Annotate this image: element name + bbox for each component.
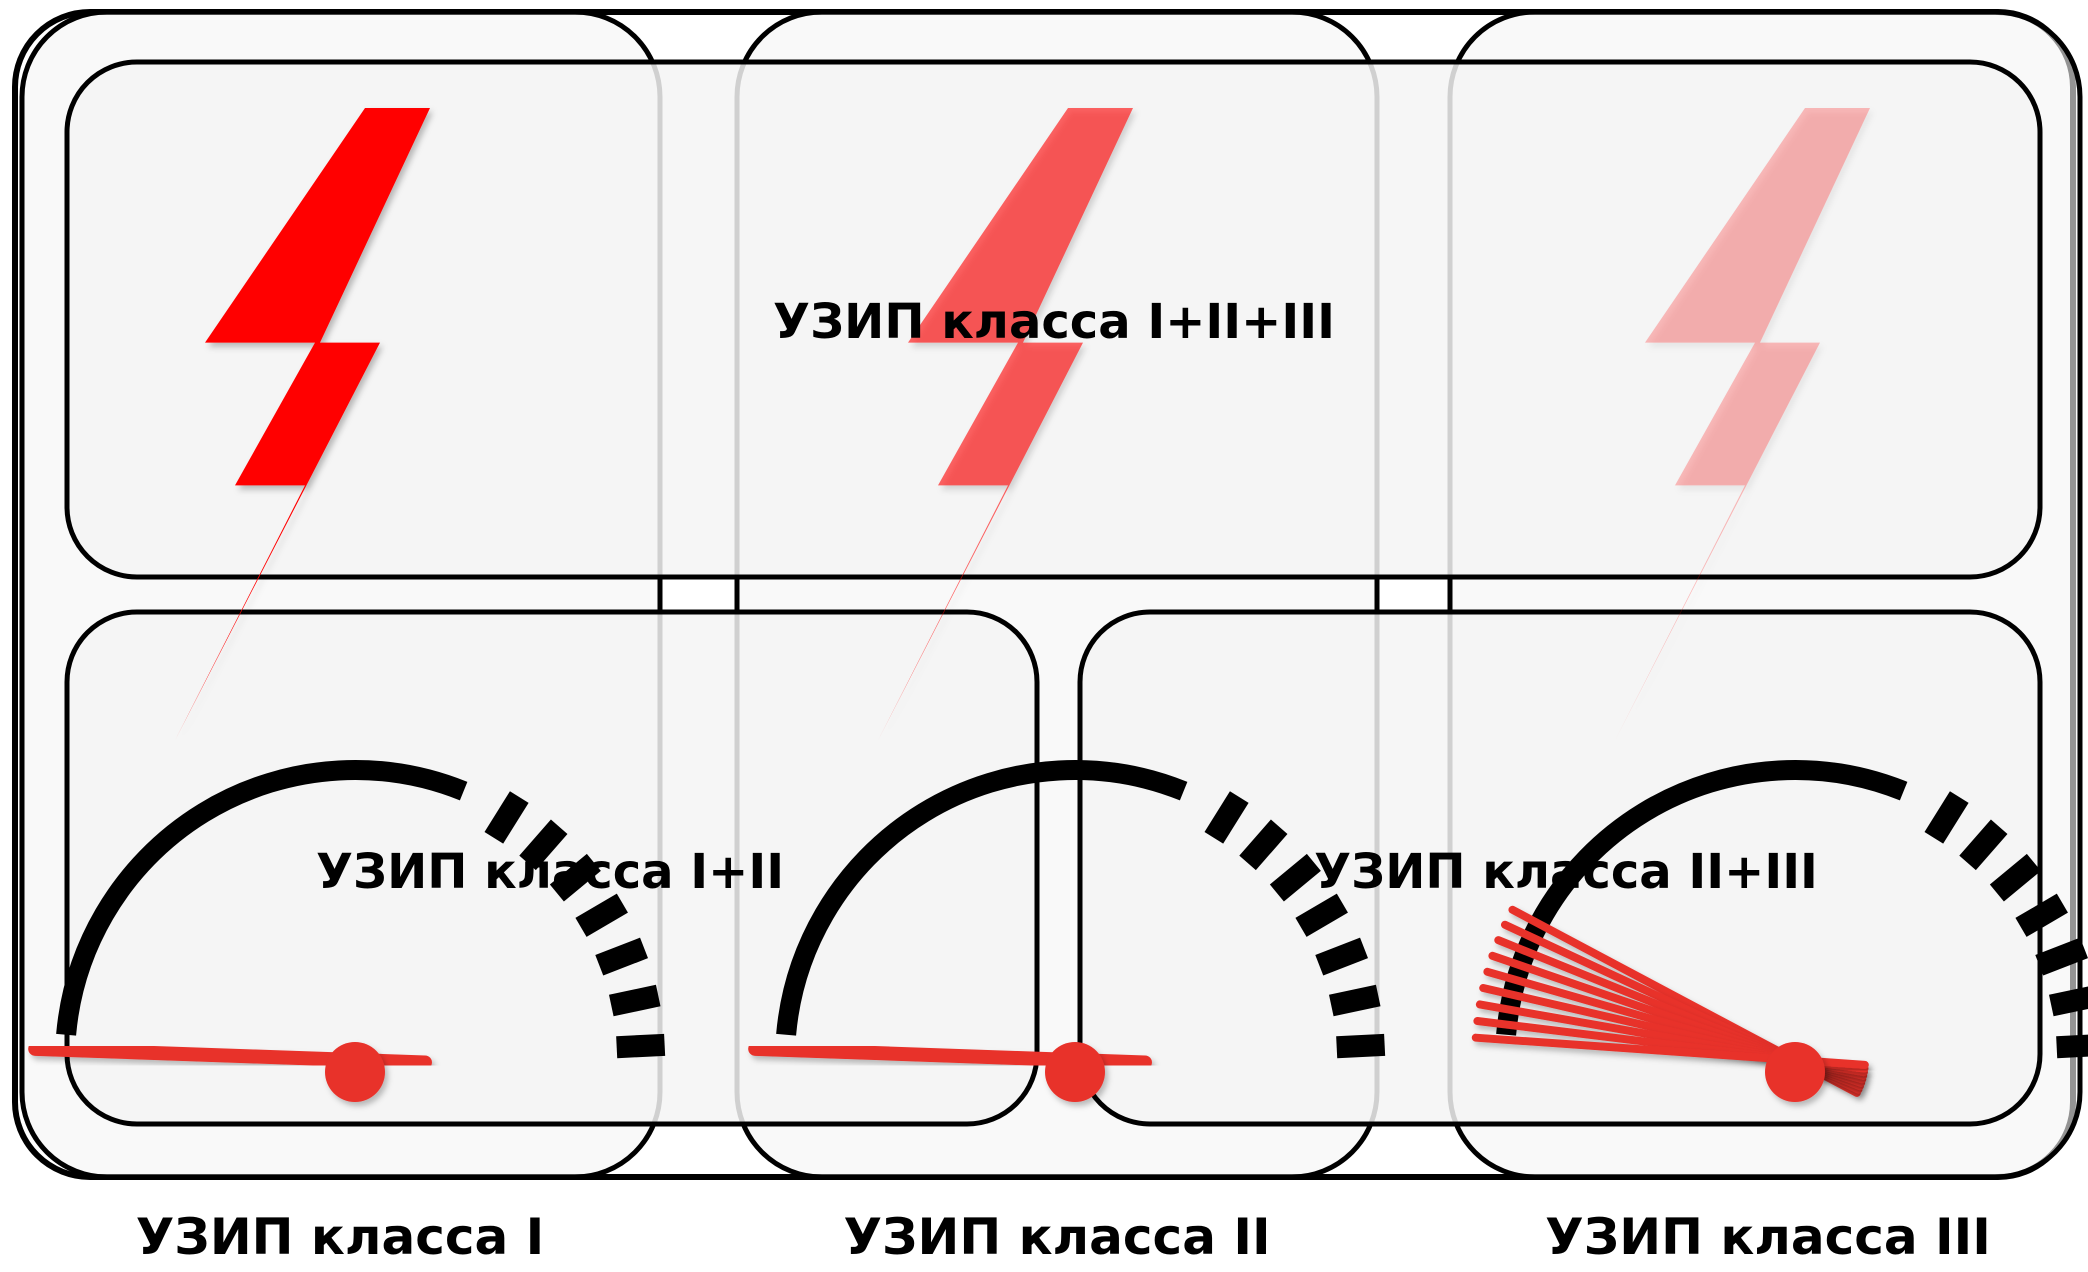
zone-label-bottom-left: УЗИП класса I+II bbox=[315, 844, 785, 900]
gauge-tick bbox=[519, 819, 568, 871]
gauge-arc bbox=[776, 760, 1188, 1036]
gauge-pivot bbox=[1765, 1042, 1825, 1102]
gauge-tick bbox=[1239, 819, 1288, 871]
gauge-tick bbox=[2056, 1034, 2088, 1059]
gauge-tick bbox=[1924, 791, 1969, 844]
gauge-icon-class-3 bbox=[1471, 760, 2088, 1102]
gauge-tick bbox=[1204, 791, 1249, 844]
zone-panel-top bbox=[64, 59, 2043, 580]
connector-2-3 bbox=[1374, 574, 1453, 615]
column-label-class-3: УЗИП класса III bbox=[1545, 1208, 1991, 1266]
gauge-icon-class-1 bbox=[28, 760, 666, 1102]
gauge-icon-class-2 bbox=[748, 760, 1386, 1102]
gauge-tick bbox=[1989, 853, 2041, 902]
gauge-tick bbox=[2015, 893, 2068, 937]
zone-label-bottom-right: УЗИП класса II+III bbox=[1314, 844, 1818, 900]
gauge-pivot bbox=[1045, 1042, 1105, 1102]
zone-panel-bottom-right bbox=[1077, 609, 2043, 1127]
connector-1-2 bbox=[657, 574, 740, 615]
gauge-tick bbox=[575, 893, 628, 937]
zone-label-top: УЗИП класса I+II+III bbox=[773, 294, 1335, 350]
gauge-tick bbox=[1336, 1033, 1386, 1059]
gauge-tick bbox=[549, 853, 601, 902]
gauge-tick bbox=[2035, 937, 2088, 976]
gauge-arc bbox=[56, 760, 468, 1036]
column-label-class-1: УЗИП класса I bbox=[135, 1208, 545, 1266]
gauge-tick bbox=[2048, 986, 2088, 1017]
gauge-tick bbox=[1315, 937, 1368, 976]
gauge-pivot bbox=[325, 1042, 385, 1102]
gauge-tick bbox=[1328, 984, 1381, 1017]
gauge-tick bbox=[1269, 853, 1321, 902]
gauge-tick bbox=[1295, 893, 1348, 937]
column-label-class-2: УЗИП класса II bbox=[843, 1208, 1271, 1266]
gauge-tick bbox=[616, 1033, 666, 1059]
gauge-tick bbox=[484, 791, 529, 844]
gauge-tick bbox=[595, 937, 648, 976]
gauge-tick bbox=[1959, 819, 2008, 871]
gauge-tick bbox=[608, 984, 661, 1017]
gauge-arc bbox=[1496, 760, 1908, 1036]
